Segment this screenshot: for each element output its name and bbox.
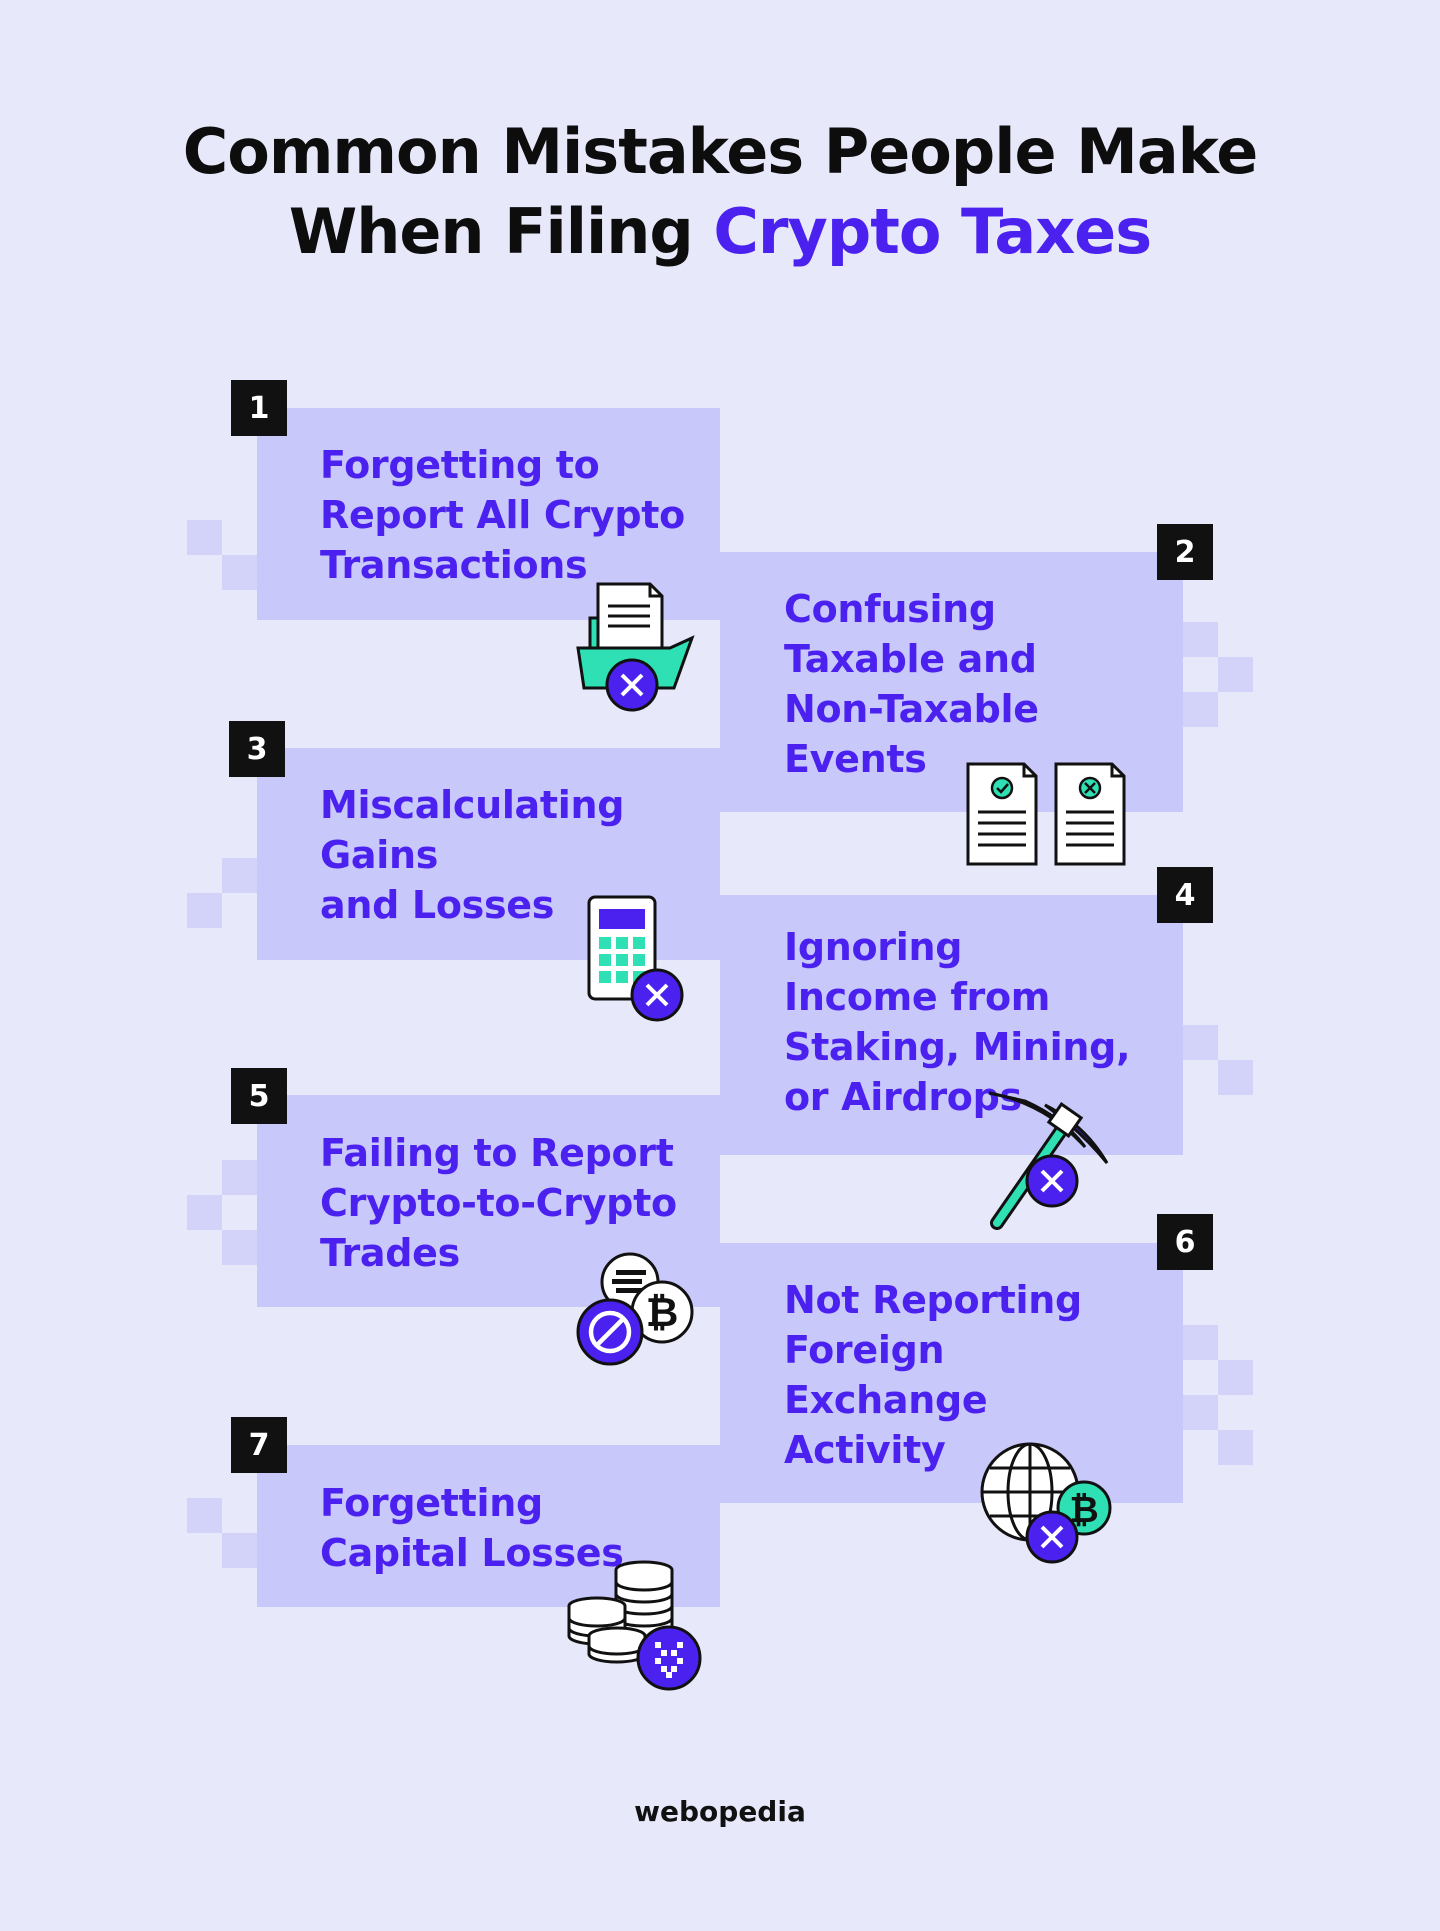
number-badge-6: 6 xyxy=(1157,1214,1213,1270)
decor-pixel xyxy=(222,1160,257,1195)
mistake-panel-6 xyxy=(720,1243,1183,1503)
decor-pixel xyxy=(1183,692,1218,727)
decor-pixel xyxy=(222,1230,257,1265)
decor-pixel xyxy=(1218,657,1253,692)
title-line-2-accent: Crypto Taxes xyxy=(713,195,1152,268)
mistake-panel-4 xyxy=(720,895,1183,1155)
number-badge-2: 2 xyxy=(1157,524,1213,580)
calculator-x-icon xyxy=(585,893,687,1023)
number-badge-3: 3 xyxy=(229,721,285,777)
decor-pixel xyxy=(222,555,257,590)
mistake-label-3: Miscalculating Gains and Losses xyxy=(320,783,625,927)
page-title: Common Mistakes People Make When Filing … xyxy=(0,112,1440,272)
coin-stacks-down-icon xyxy=(565,1558,705,1693)
documents-check-x-icon xyxy=(962,760,1132,868)
decor-pixel xyxy=(1183,1025,1218,1060)
title-line-2-prefix: When Filing xyxy=(288,195,714,268)
number-badge-7: 7 xyxy=(231,1417,287,1473)
number-badge-1: 1 xyxy=(231,380,287,436)
decor-pixel xyxy=(1183,1395,1218,1430)
globe-bitcoin-x-icon: ₿ xyxy=(978,1440,1118,1568)
decor-pixel xyxy=(1218,1060,1253,1095)
decor-pixel xyxy=(1218,1430,1253,1465)
mistake-label-5: Failing to Report Crypto-to-Crypto Trade… xyxy=(320,1131,677,1275)
brand-logo: webopedia xyxy=(634,1795,806,1828)
decor-pixel xyxy=(1183,1325,1218,1360)
decor-pixel xyxy=(1218,1360,1253,1395)
coins-blocked-icon: ₿ xyxy=(570,1250,700,1370)
decor-pixel xyxy=(222,1533,257,1568)
mistake-label-7: Forgetting Capital Losses xyxy=(320,1481,624,1575)
svg-text:₿: ₿ xyxy=(646,1290,679,1336)
decor-pixel xyxy=(187,1498,222,1533)
decor-pixel xyxy=(222,858,257,893)
decor-pixel xyxy=(187,520,222,555)
decor-pixel xyxy=(1183,622,1218,657)
number-badge-5: 5 xyxy=(231,1068,287,1124)
decor-pixel xyxy=(187,1195,222,1230)
title-line-1: Common Mistakes People Make xyxy=(182,115,1259,188)
mistake-label-2: Confusing Taxable and Non-Taxable Events xyxy=(784,587,1039,781)
mistake-label-1: Forgetting to Report All Crypto Transact… xyxy=(320,443,685,587)
number-badge-4: 4 xyxy=(1157,867,1213,923)
mistake-label-4: Ignoring Income from Staking, Mining, or… xyxy=(784,925,1131,1119)
decor-pixel xyxy=(187,893,222,928)
folder-x-icon xyxy=(570,578,700,713)
pickaxe-x-icon xyxy=(985,1085,1115,1230)
mistake-label-6: Not Reporting Foreign Exchange Activity xyxy=(784,1278,1082,1472)
